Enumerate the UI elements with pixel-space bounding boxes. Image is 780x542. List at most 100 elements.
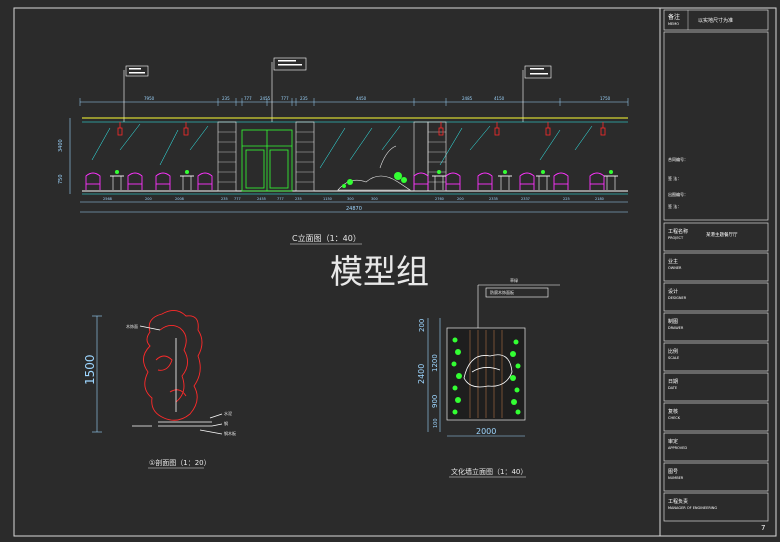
top-dim-1: 235 [222,96,230,101]
memo-label: 备注 [668,13,680,21]
wall-tag-note: 防腐木饰面板 [490,289,514,295]
top-dim-7: 2485 [462,96,473,101]
title-block-row [663,492,769,522]
chair [553,172,569,190]
sign-row-4: 签 法： [668,203,681,209]
top-dim-6: 4450 [356,96,367,101]
bottom-dim-14: 2337 [521,197,530,201]
title-block-row [663,252,769,282]
title-block-row [663,462,769,492]
row-label-en: SCALE [668,356,679,360]
bottom-dim-16: 2180 [595,197,604,201]
bottom-dim-11: 2760 [435,197,444,201]
wall-dim-200: 200 [418,319,426,332]
wall-dim-900: 900 [431,395,439,408]
wall-dim-2400: 2400 [417,364,426,384]
sheet-border [13,7,777,537]
row-label-en: DATE [668,386,677,390]
row-label-cn: 图号 [668,469,678,475]
row-value: 某港主题餐厅厅 [706,231,738,238]
title-block-row [663,432,769,462]
title-block-row [663,312,769,342]
elevation-c: 7950 235 777 2455 777 235 4450 2485 4150 1750 [58,57,629,245]
top-dim-9: 1750 [600,96,611,101]
title-block-row [663,342,769,372]
wall-dim-1200: 1200 [431,354,439,372]
chair [155,172,171,190]
chair [589,172,605,190]
row-label-en: DRAWER [668,326,684,330]
top-dim-3: 2455 [260,96,271,101]
section-label-1: 木饰面 [126,323,138,329]
row-label-cn: 日期 [668,379,678,385]
left-dim-1: 3400 [58,139,64,152]
bottom-dim-12: 200 [457,197,464,201]
section-title: ①剖面图（1：20） [149,458,211,467]
row-label-cn: 设计 [668,288,678,295]
top-dim-5: 235 [300,96,308,101]
title-block-row [663,282,769,312]
chair [127,172,143,190]
bottom-dim-9: 300 [347,197,354,201]
chair [85,172,101,190]
chair [197,172,213,190]
section-label-3: 钢 [224,420,228,426]
culture-wall: 草绿 防腐木饰面板 200 1200 2400 900 100 2000 文化墙… [417,277,560,478]
sign-row-1: 合同编号： [668,156,688,162]
page-number: 7 [761,524,765,532]
wall-dim-100: 100 [433,418,439,428]
wall-tag-title: 草绿 [510,277,518,283]
row-label-cn: 工程负责 [668,498,688,505]
sign-row-3: 出图编号： [668,191,688,197]
row-label-cn: 业主 [668,258,678,265]
memo-en: MEMO [668,22,679,26]
bottom-dim-15: 225 [563,197,570,201]
row-label-en: MANAGER OF ENGINEERING [668,506,717,510]
total-dimension: 24870 [346,206,362,212]
bottom-dim-5: 2455 [257,197,266,201]
row-label-cn: 工程名称 [668,228,688,235]
chair [477,172,493,190]
row-label-en: PROJECT [668,236,684,240]
row-label-en: OWNER [668,266,682,270]
bottom-dim-2: 2008 [175,197,184,201]
bottom-dim-4: 777 [234,197,241,201]
chair [445,172,461,190]
left-dim-2: 750 [58,174,64,184]
watermark-text: 模型组 [330,252,429,291]
elevation-c-title: C立面图（1：40） [292,233,361,243]
row-label-en: NUMBER [668,476,684,480]
top-dim-2: 777 [244,96,252,101]
row-label-cn: 审定 [668,438,678,445]
row-label-en: DESIGNER [668,296,687,300]
furniture-group [85,170,618,190]
memo-value: 以实地尺寸为准 [698,17,733,24]
bottom-dim-7: 235 [295,197,302,201]
bottom-dim-0: 2568 [103,197,112,201]
section-detail: 1500 木饰面 水泥 钢 钢木板 ①剖面图（1：20） [83,310,236,469]
culture-wall-title: 文化墙立面图（1：40） [451,467,527,476]
row-label-cn: 比例 [668,348,678,355]
top-dim-8: 4150 [494,96,505,101]
chair [519,172,535,190]
bottom-dim-1: 200 [145,197,152,201]
title-block-row [663,372,769,402]
section-label-2: 水泥 [224,410,232,416]
top-dim-0: 7950 [144,96,155,101]
title-block-row [663,222,769,252]
sign-row-2: 签 法： [668,175,681,181]
bottom-dim-3: 235 [221,197,228,201]
wall-width-dim: 2000 [476,427,496,436]
title-block: 备注 MEMO 以实地尺寸为准 合同编号： 签 法： 出图编号： 签 法： 工程… [663,9,769,522]
bottom-dim-13: 2335 [489,197,498,201]
row-label-en: CHECK [668,416,681,420]
bottom-dim-10: 300 [371,197,378,201]
bottom-dim-6: 777 [277,197,284,201]
chair [413,172,429,190]
section-height-dim: 1500 [83,354,97,385]
